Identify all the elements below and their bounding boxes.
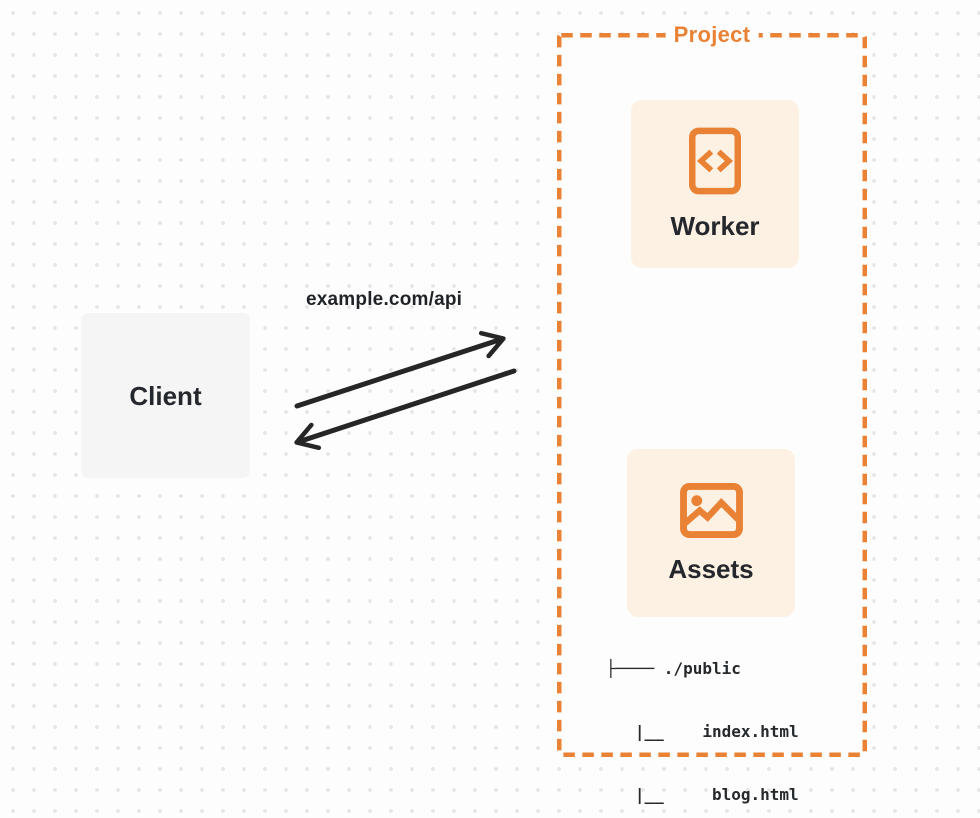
project-title: Project [665,22,759,48]
request-url-label: example.com/api [306,289,463,310]
file-tree-line-blog: |__ blog.html [606,785,799,804]
assets-node: Assets [627,449,795,617]
client-node-label: Client [129,380,202,411]
request-arrow [294,330,506,409]
worker-node: Worker [631,100,799,268]
image-icon [679,482,743,538]
assets-node-label: Assets [668,553,754,584]
client-node: Client [81,313,250,478]
worker-node-label: Worker [670,211,760,241]
assets-file-tree: ├──── ./public |__ index.html |__ blog.h… [606,616,799,818]
code-file-icon [689,127,741,195]
file-tree-line-index: |__ index.html [606,722,799,741]
response-arrow [294,368,517,451]
file-tree-line-public: ├──── ./public [606,659,741,678]
